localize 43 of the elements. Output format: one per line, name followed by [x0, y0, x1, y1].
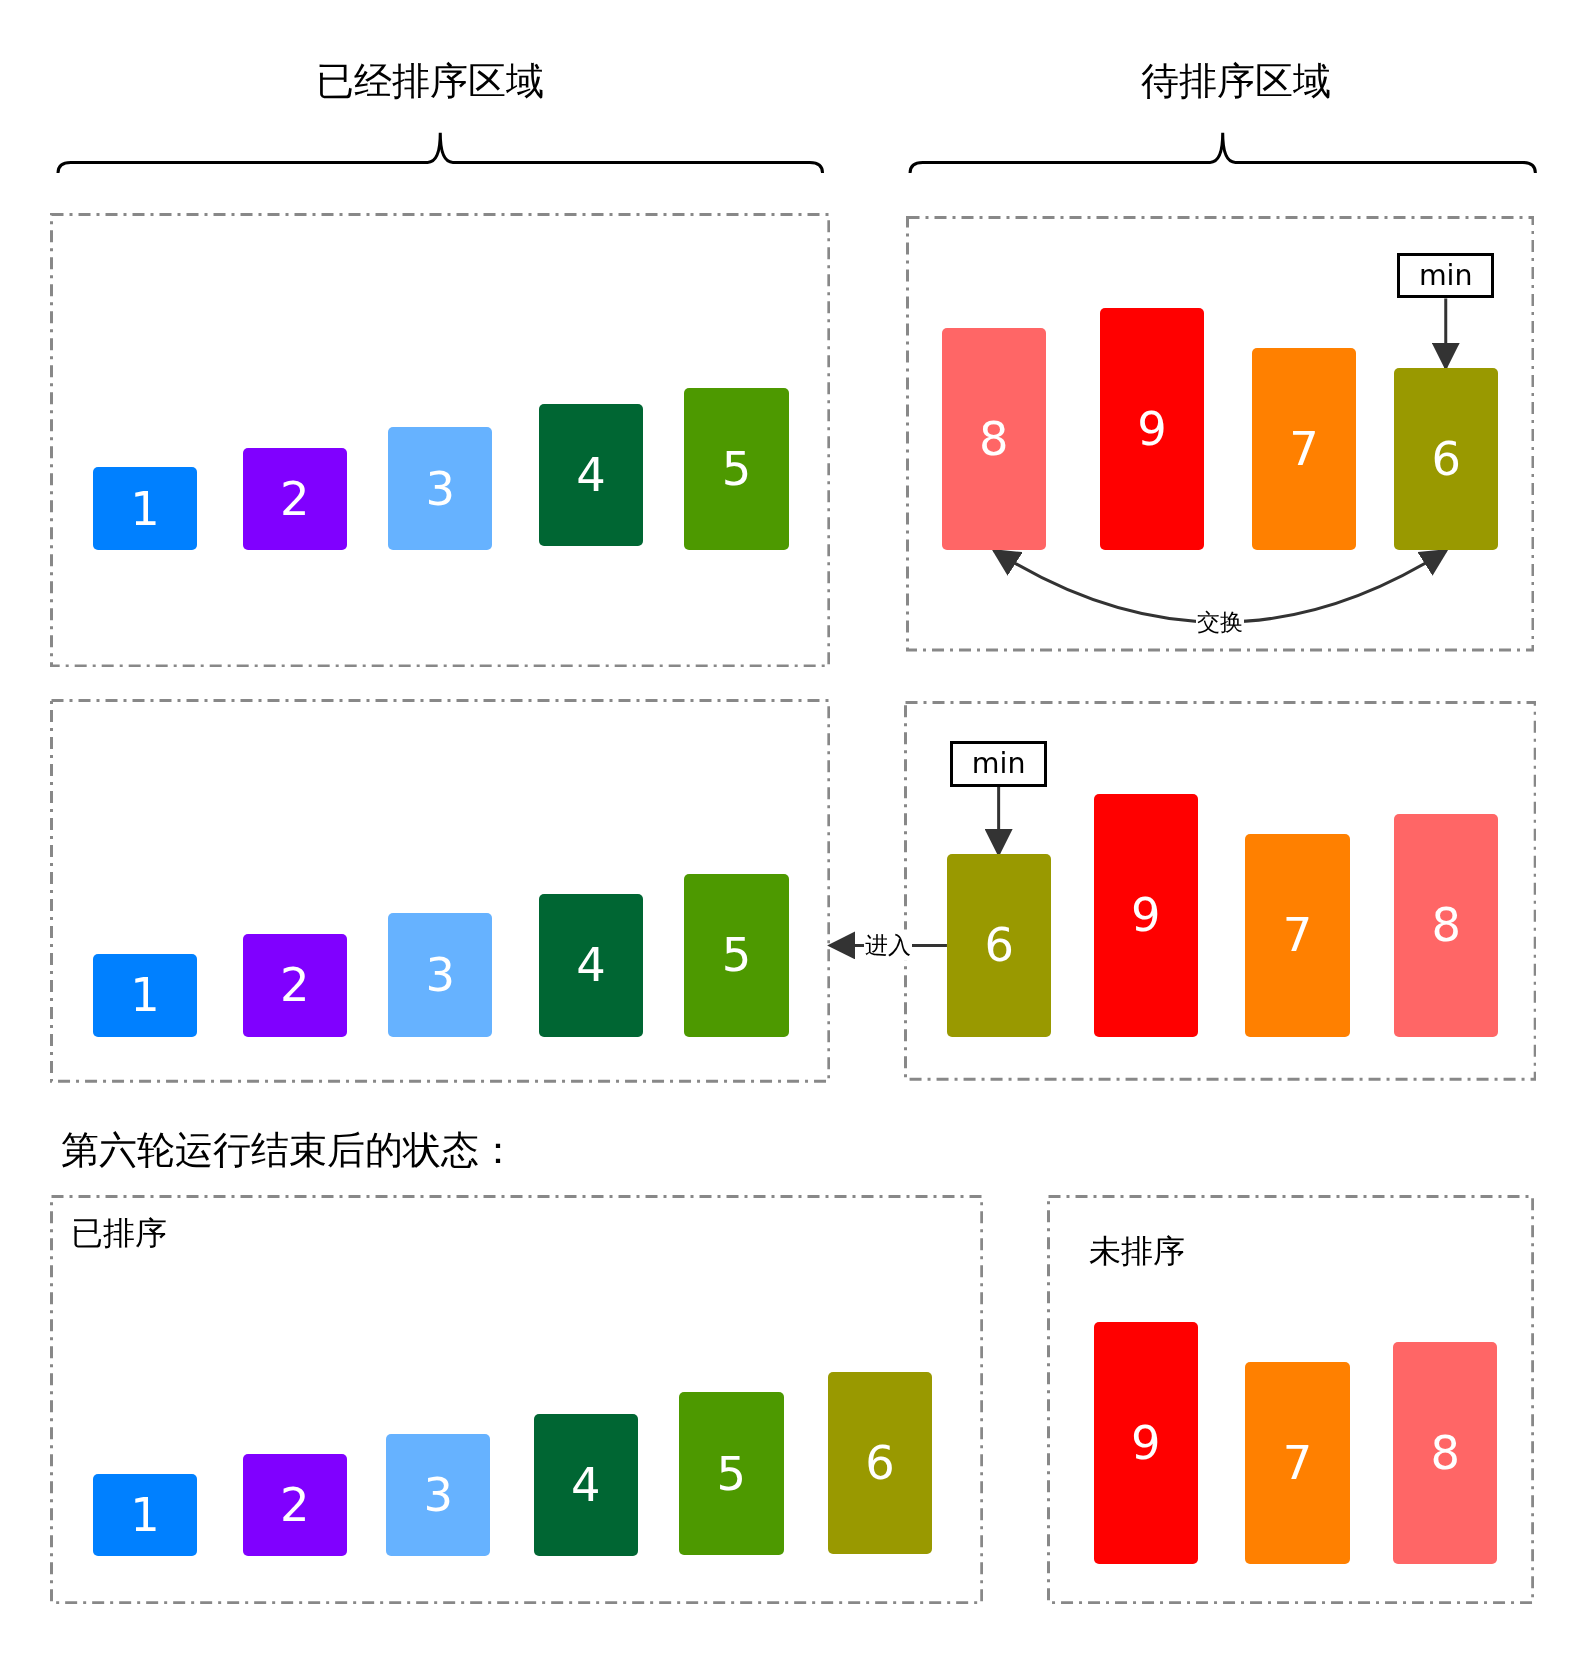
value-bar: 6: [946, 854, 1052, 1037]
value-bar: 7: [1251, 348, 1357, 551]
value-bar: 8: [941, 327, 1047, 551]
region-title: 已经排序区域: [316, 57, 545, 105]
value-bar: 7: [1245, 834, 1350, 1037]
dashed-region-frame: [49, 699, 830, 1083]
min-marker-box: min: [1397, 253, 1495, 299]
dashed-region-frame: [1047, 1194, 1535, 1604]
value-bar: 1: [92, 1474, 198, 1557]
region-title: 待排序区域: [1140, 57, 1331, 105]
arrow: [984, 786, 1013, 857]
value-bar: 3: [388, 913, 493, 1037]
value-bar: 2: [242, 934, 347, 1037]
dashed-region-frame: [49, 1194, 983, 1604]
value-bar: 6: [827, 1371, 933, 1555]
value-bar: 4: [533, 1414, 638, 1557]
value-bar: 5: [679, 1391, 784, 1556]
min-marker-box: min: [950, 741, 1048, 787]
value-bar: 7: [1245, 1362, 1350, 1564]
value-bar: 9: [1093, 794, 1198, 1037]
value-bar: 8: [1393, 1342, 1498, 1564]
arrow: [1431, 298, 1460, 371]
value-bar: 9: [1093, 1322, 1198, 1564]
value-bar: 4: [538, 894, 644, 1037]
dashed-region-frame: [905, 216, 1535, 652]
region-heading: 未排序: [1089, 1231, 1186, 1271]
value-bar: 3: [385, 1434, 491, 1557]
value-bar: 2: [242, 448, 347, 551]
value-bar: 1: [92, 467, 198, 551]
value-bar: 5: [684, 874, 789, 1037]
value-bar: 8: [1394, 814, 1499, 1037]
value-bar: 5: [684, 388, 789, 551]
value-bar: 6: [1394, 368, 1499, 551]
value-bar: 4: [538, 403, 644, 547]
dashed-region-frame: [49, 213, 830, 668]
arrow: [991, 549, 1449, 624]
edge-label: 进入: [864, 929, 913, 961]
section-heading: 第六轮运行结束后的状态：: [61, 1126, 518, 1174]
value-bar: 1: [92, 954, 198, 1037]
value-bar: 2: [242, 1454, 347, 1557]
value-bar: 9: [1099, 307, 1205, 551]
region-heading: 已排序: [70, 1213, 167, 1253]
value-bar: 3: [388, 427, 493, 551]
